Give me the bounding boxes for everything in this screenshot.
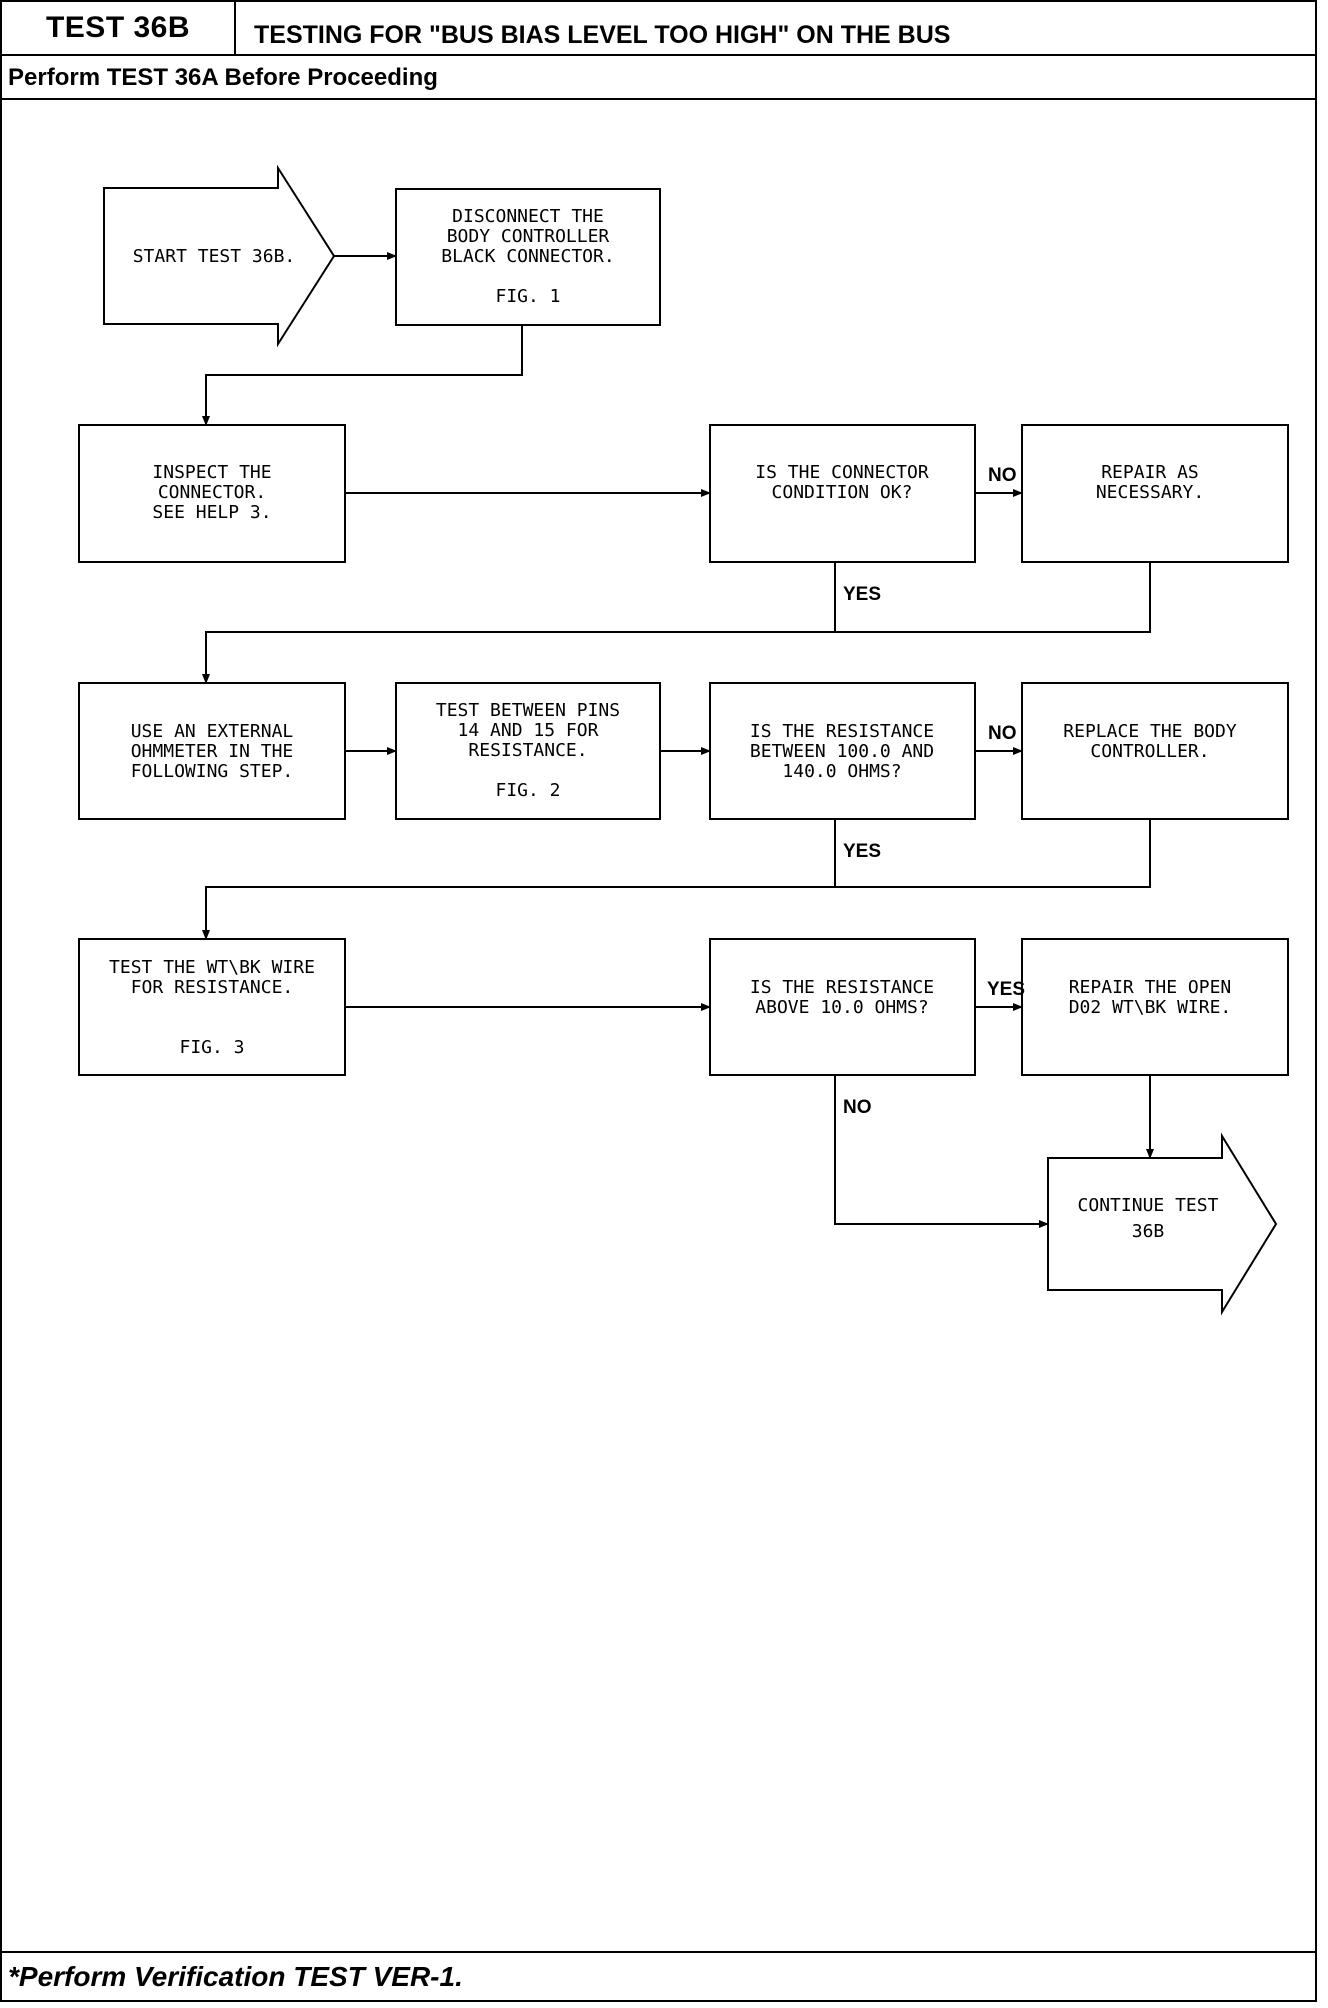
inspect-text-line: CONNECTOR. — [158, 482, 266, 503]
q-connector-text-line: IS THE CONNECTOR — [755, 462, 929, 483]
q-above-text-line: IS THE RESISTANCE — [750, 977, 934, 998]
replace-text-line: REPLACE THE BODY — [1063, 721, 1237, 742]
disconnect-text-line: BODY CONTROLLER — [447, 226, 610, 247]
test-pins-text-line: FIG. 2 — [495, 780, 560, 801]
label-yes-above: YES — [987, 979, 1025, 1000]
q-resistance-text-line: 140.0 OHMS? — [782, 761, 901, 782]
disconnect-text-line: BLACK CONNECTOR. — [441, 246, 614, 267]
continue-arrow-shape — [1047, 1132, 1278, 1316]
q-resistance-text-line: IS THE RESISTANCE — [750, 721, 934, 742]
test-pins-text-line: RESISTANCE. — [468, 740, 587, 761]
test-pins-text-line: TEST BETWEEN PINS — [436, 700, 620, 721]
repair-open-text-line: D02 WT\BK WIRE. — [1069, 997, 1232, 1018]
test-wire-box — [78, 938, 346, 1076]
continue-text-line: CONTINUE TEST — [1078, 1195, 1219, 1216]
repair-text-line: REPAIR AS — [1101, 462, 1199, 483]
label-yes-resistance: YES — [843, 841, 881, 862]
subheader-divider — [0, 98, 1317, 100]
start-arrow-shape — [103, 164, 336, 348]
q-connector-text-line: CONDITION OK? — [772, 482, 913, 503]
test-wire-text-line: FIG. 3 — [179, 1037, 244, 1058]
start-text-line: START TEST 36B. — [133, 246, 296, 267]
repair-open-text-line: REPAIR THE OPEN — [1069, 977, 1232, 998]
label-yes-connector: YES — [843, 584, 881, 605]
repair-box — [1021, 424, 1289, 563]
resistance-question-box — [709, 682, 976, 820]
connector-repair-return — [202, 562, 1151, 684]
q-above-text-line: ABOVE 10.0 OHMS? — [755, 997, 928, 1018]
footer-divider — [0, 1951, 1317, 1953]
test-id: TEST 36B — [2, 2, 236, 54]
page-title: TESTING FOR "BUS BIAS LEVEL TOO HIGH" ON… — [254, 21, 951, 49]
label-no-resistance: NO — [988, 723, 1017, 744]
connector-disconnect-inspect — [202, 325, 523, 426]
test-wire-text-line: TEST THE WT\BK WIRE — [109, 957, 315, 978]
replace-box — [1021, 682, 1289, 820]
continue-text-line: 36B — [1132, 1221, 1165, 1242]
disconnect-text-line: FIG. 1 — [495, 286, 560, 307]
inspect-text-line: INSPECT THE — [152, 462, 271, 483]
footer-note: *Perform Verification TEST VER-1. — [8, 1961, 463, 1992]
test-pins-text-line: 14 AND 15 FOR — [458, 720, 599, 741]
header-divider — [0, 54, 1317, 56]
connector-replace-return — [202, 819, 1151, 940]
label-no-connector: NO — [988, 465, 1017, 486]
ohmmeter-text-line: USE AN EXTERNAL — [131, 721, 294, 742]
repair-open-box — [1021, 938, 1289, 1076]
repair-text-line: NECESSARY. — [1096, 482, 1204, 503]
ohmmeter-box — [78, 682, 346, 820]
disconnect-text-line: DISCONNECT THE — [452, 206, 604, 227]
disconnect-box — [395, 188, 661, 326]
ohmmeter-text-line: OHMMETER IN THE — [131, 741, 294, 762]
replace-text-line: CONTROLLER. — [1090, 741, 1209, 762]
page-subtitle: Perform TEST 36A Before Proceeding — [8, 64, 438, 91]
connector-question-box — [709, 424, 976, 563]
q-resistance-text-line: BETWEEN 100.0 AND — [750, 741, 934, 762]
test-wire-text-line: FOR RESISTANCE. — [131, 977, 294, 998]
connector-above-no — [834, 1075, 1049, 1228]
ohmmeter-text-line: FOLLOWING STEP. — [131, 761, 294, 782]
label-no-above: NO — [843, 1097, 872, 1118]
inspect-text-line: SEE HELP 3. — [152, 502, 271, 523]
